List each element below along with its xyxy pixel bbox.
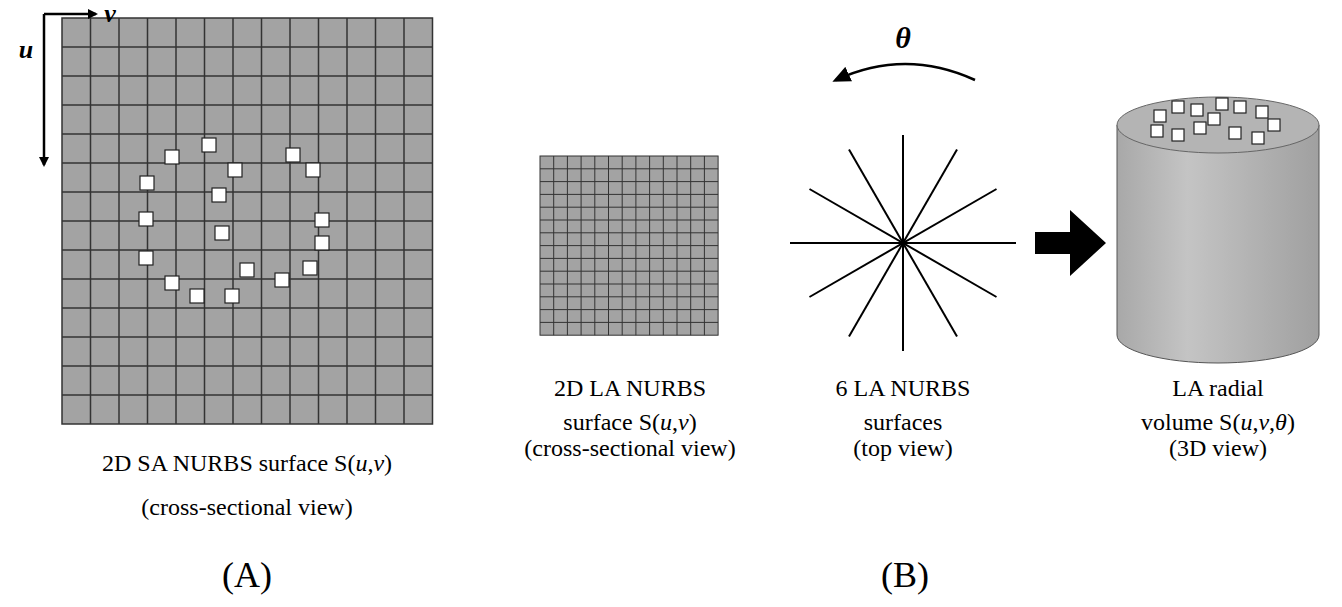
control-point xyxy=(190,289,204,303)
grid-line xyxy=(540,296,718,297)
grid-line xyxy=(62,249,433,251)
control-point xyxy=(1154,110,1166,122)
caption-text: (cross-sectional view) xyxy=(524,431,735,465)
u-axis-arrow xyxy=(43,14,46,165)
grid-line xyxy=(540,322,718,323)
grid-line xyxy=(540,309,718,310)
caption-text: (cross-sectional view) xyxy=(141,490,352,524)
control-point xyxy=(275,273,289,287)
grid-line xyxy=(540,181,718,182)
cylinder-body xyxy=(1117,125,1319,363)
control-point xyxy=(240,263,254,277)
theta-arrow xyxy=(836,64,975,80)
grid-ground xyxy=(540,156,718,335)
control-point xyxy=(1151,125,1163,137)
control-point xyxy=(1234,101,1246,113)
sa-grid xyxy=(62,18,433,424)
control-point xyxy=(306,163,320,177)
control-point xyxy=(303,261,317,275)
grid-line xyxy=(62,278,433,280)
grid-line xyxy=(62,336,433,338)
grid-line xyxy=(540,271,718,272)
block-arrow xyxy=(1035,210,1106,276)
grid-line xyxy=(62,133,433,135)
control-point xyxy=(212,188,226,202)
la-grid xyxy=(540,156,718,335)
grid-line xyxy=(62,394,433,396)
grid-line xyxy=(62,75,433,77)
control-point xyxy=(1191,104,1203,116)
surface-plane xyxy=(809,189,996,297)
control-point xyxy=(165,150,179,164)
grid-line xyxy=(540,232,718,233)
radial-surfaces xyxy=(790,135,1016,351)
grid-line xyxy=(62,46,433,48)
caption-text: (3D view) xyxy=(1169,431,1267,465)
grid-line xyxy=(540,168,718,169)
control-point xyxy=(1268,119,1280,131)
caption-text: (A) xyxy=(222,558,272,592)
control-points xyxy=(139,138,329,303)
grid-line xyxy=(62,104,433,106)
caption-text: 2D SA NURBS surface S(u,v) xyxy=(102,446,392,480)
caption-text: LA radial volume S(u,v,θ) xyxy=(1136,371,1301,439)
caption-text: (B) xyxy=(881,558,929,592)
cylinder-top xyxy=(1117,97,1319,153)
control-point xyxy=(315,213,329,227)
grid-line xyxy=(62,307,433,309)
grid-line xyxy=(62,162,433,164)
control-point xyxy=(225,289,239,303)
grid-line xyxy=(540,220,718,221)
grid-ground xyxy=(62,18,433,424)
control-point xyxy=(1216,98,1228,110)
control-point xyxy=(139,251,153,265)
grid-line xyxy=(540,207,718,208)
control-point xyxy=(139,212,153,226)
control-point xyxy=(1252,132,1264,144)
grid-line xyxy=(540,258,718,259)
control-points xyxy=(1151,98,1280,144)
caption-text: 2D LA NURBS surface S(u,v) xyxy=(530,371,730,439)
control-point xyxy=(1172,101,1184,113)
grid-line xyxy=(62,220,433,222)
v-axis-arrow xyxy=(44,13,96,16)
axis-label: u xyxy=(19,33,33,67)
axis-label: θ xyxy=(895,21,911,55)
control-point xyxy=(1194,122,1206,134)
control-point xyxy=(202,138,216,152)
grid-line xyxy=(540,194,718,195)
control-point xyxy=(165,276,179,290)
control-point xyxy=(1256,106,1268,118)
grid-line xyxy=(540,284,718,285)
grid-line xyxy=(62,365,433,367)
control-point xyxy=(286,148,300,162)
control-point xyxy=(140,176,154,190)
grid-line xyxy=(540,245,718,246)
grid-line xyxy=(62,191,433,193)
control-point xyxy=(1172,129,1184,141)
axis-label: v xyxy=(104,0,116,31)
control-point xyxy=(215,226,229,240)
control-point xyxy=(1208,113,1220,125)
caption-text: (top view) xyxy=(853,431,952,465)
control-point xyxy=(1229,127,1241,139)
caption-text: 6 LA NURBS surfaces xyxy=(818,371,988,439)
control-point xyxy=(228,163,242,177)
control-point xyxy=(315,236,329,250)
